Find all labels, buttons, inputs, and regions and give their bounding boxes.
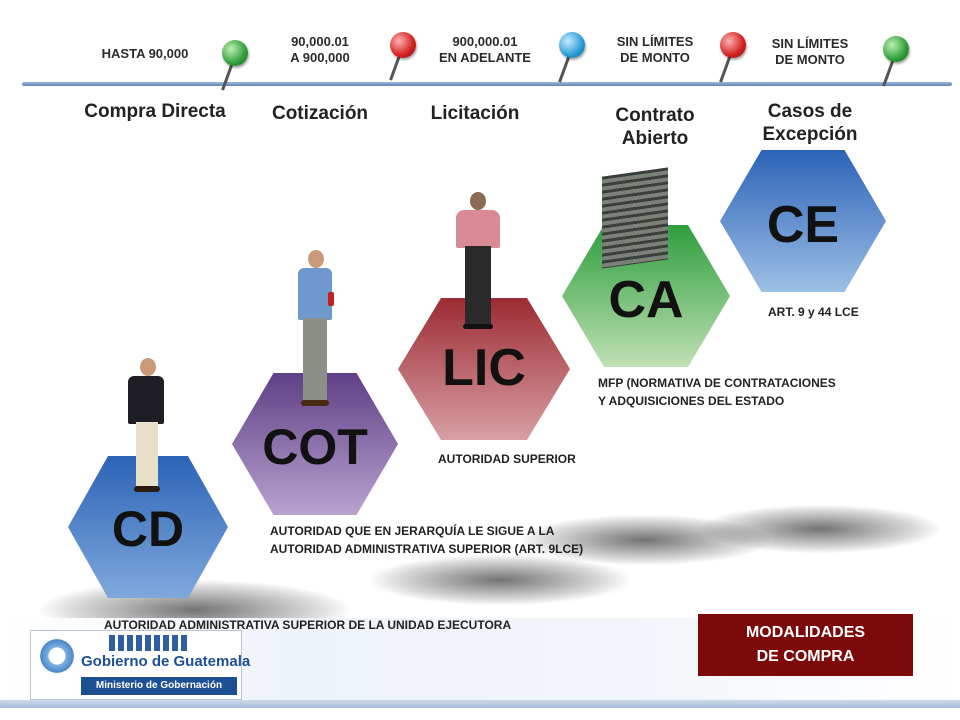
pin-head-icon — [222, 40, 248, 66]
range-label-ce: SIN LÍMITES DE MONTO — [771, 36, 849, 67]
pin-head-icon — [390, 32, 416, 58]
timeline-line — [22, 82, 952, 86]
stage-label-cot: Cotización — [271, 103, 369, 124]
stage-label-ca: Contrato Abierto — [615, 105, 695, 149]
note-cd: AUTORIDAD ADMINISTRATIVA SUPERIOR DE LA … — [104, 618, 512, 632]
note-cot: AUTORIDAD QUE EN JERARQUÍA LE SIGUE A LA… — [270, 524, 584, 556]
hex-shadow — [700, 505, 940, 553]
note-ca: MFP (NORMATIVA DE CONTRATACIONES Y ADQUI… — [598, 376, 836, 408]
hexagon-label-lic: LIC — [442, 339, 526, 397]
hexagon-label-cot: COT — [262, 419, 368, 475]
stage-label-lic: Licitación — [430, 103, 520, 124]
pin-head-icon — [720, 32, 746, 58]
pin-head-icon — [559, 32, 585, 58]
footer-line — [0, 700, 960, 708]
badge-line-1: MODALIDADES — [745, 624, 866, 641]
badge-line-2: DE COMPRA — [756, 648, 855, 665]
guatemala-coat-of-arms-icon — [37, 637, 77, 675]
modalidades-badge: MODALIDADES DE COMPRA — [698, 614, 913, 676]
logo-subtitle: Ministerio de Gobernación — [81, 677, 237, 695]
range-label-cot: 90,000.01 A 900,000 — [290, 34, 350, 65]
government-logo: Gobierno de Guatemala Ministerio de Gobe… — [30, 630, 251, 700]
range-label-lic: 900,000.01 EN ADELANTE — [439, 34, 531, 65]
hexagon-label-cd: CD — [111, 501, 185, 557]
stage-label-cd: Compra Directa — [84, 101, 226, 122]
palace-icon — [109, 635, 189, 651]
note-lic: AUTORIDAD SUPERIOR — [438, 452, 576, 466]
hexagon-label-ce: CE — [766, 196, 840, 254]
pin-head-icon — [883, 36, 909, 62]
range-label-cd: HASTA 90,000 — [101, 46, 189, 61]
range-label-ca: SIN LÍMITES DE MONTO — [616, 34, 694, 65]
hexagon-ce — [720, 150, 886, 292]
hex-shadow — [370, 555, 630, 605]
hexagon-label-ca: CA — [608, 271, 684, 329]
note-ce: ART. 9 y 44 LCE — [768, 305, 859, 319]
logo-title: Gobierno de Guatemala — [81, 653, 251, 670]
stage-label-ce: Casos de Excepción — [762, 101, 858, 145]
